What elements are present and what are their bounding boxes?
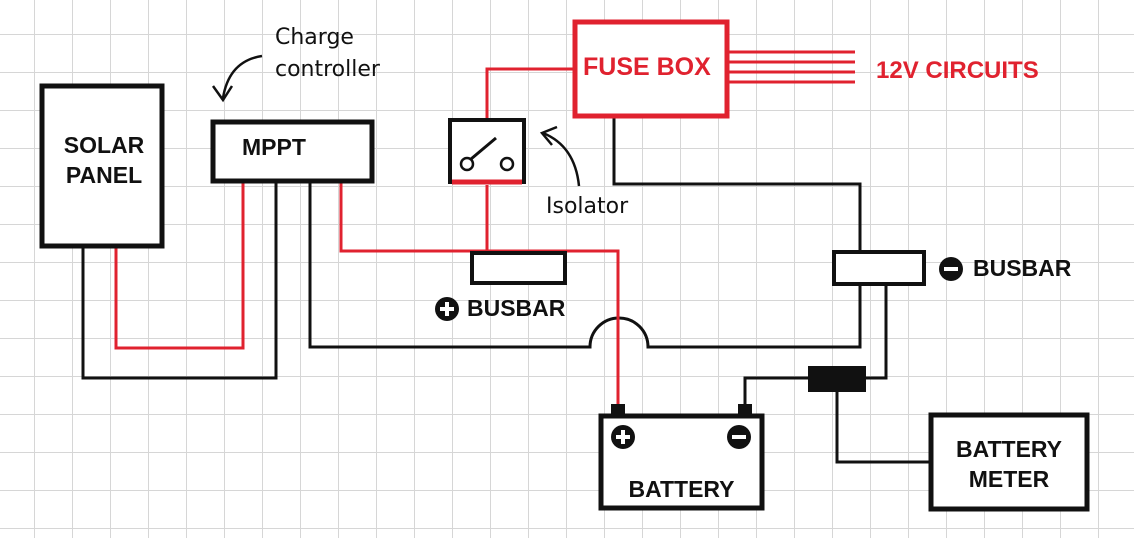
plus-circle-icon [435, 297, 459, 321]
fuse-box [572, 19, 730, 119]
charge-controller-note: Charge controller [275, 22, 380, 86]
shunt [808, 366, 866, 392]
positive-busbar [470, 251, 567, 285]
wire-busbar-to-shunt [866, 285, 888, 380]
wire-isolator-to-fusebox [485, 67, 574, 118]
battery-meter [928, 412, 1090, 512]
solar-panel-line1: SOLAR [63, 132, 145, 158]
charge-controller-arrow [221, 54, 263, 99]
positive-wires [114, 50, 855, 405]
solar-panel-line2: PANEL [65, 162, 143, 188]
circuit-wires [729, 50, 855, 84]
solar-panel-label: SOLAR PANEL [42, 130, 166, 190]
solar-panel-box [39, 83, 165, 249]
mppt-label: MPPT [242, 134, 306, 160]
battery-meter-line1: BATTERY [955, 436, 1063, 462]
wire-panel-to-mppt-negative [81, 183, 278, 380]
circuits-label: 12V CIRCUITS [876, 57, 1039, 84]
wire-shunt-to-battery-negative [743, 376, 808, 405]
battery-meter-line2: METER [968, 466, 1050, 492]
isolator-arrow [542, 131, 581, 187]
wire-panel-to-mppt-positive [114, 183, 245, 350]
wire-fusebox-to-negative-busbar [612, 118, 862, 252]
minus-circle-icon [939, 257, 963, 281]
battery-label: BATTERY [628, 476, 735, 502]
charge-controller-line2: controller [275, 57, 380, 82]
negative-busbar-label: BUSBAR [973, 255, 1072, 281]
battery-meter-label: BATTERY METER [931, 434, 1087, 494]
positive-busbar-label: BUSBAR [467, 295, 566, 321]
isolator-switch [448, 118, 526, 185]
minus-circle-icon [727, 425, 751, 449]
fuse-box-label: FUSE BOX [583, 53, 711, 81]
isolator-note: Isolator [546, 194, 629, 219]
plus-circle-icon [611, 425, 635, 449]
negative-wires [81, 118, 930, 464]
mppt-box [210, 119, 375, 184]
charge-controller-line1: Charge [275, 25, 354, 50]
wire-shunt-to-meter [835, 392, 930, 464]
negative-busbar [832, 250, 926, 286]
